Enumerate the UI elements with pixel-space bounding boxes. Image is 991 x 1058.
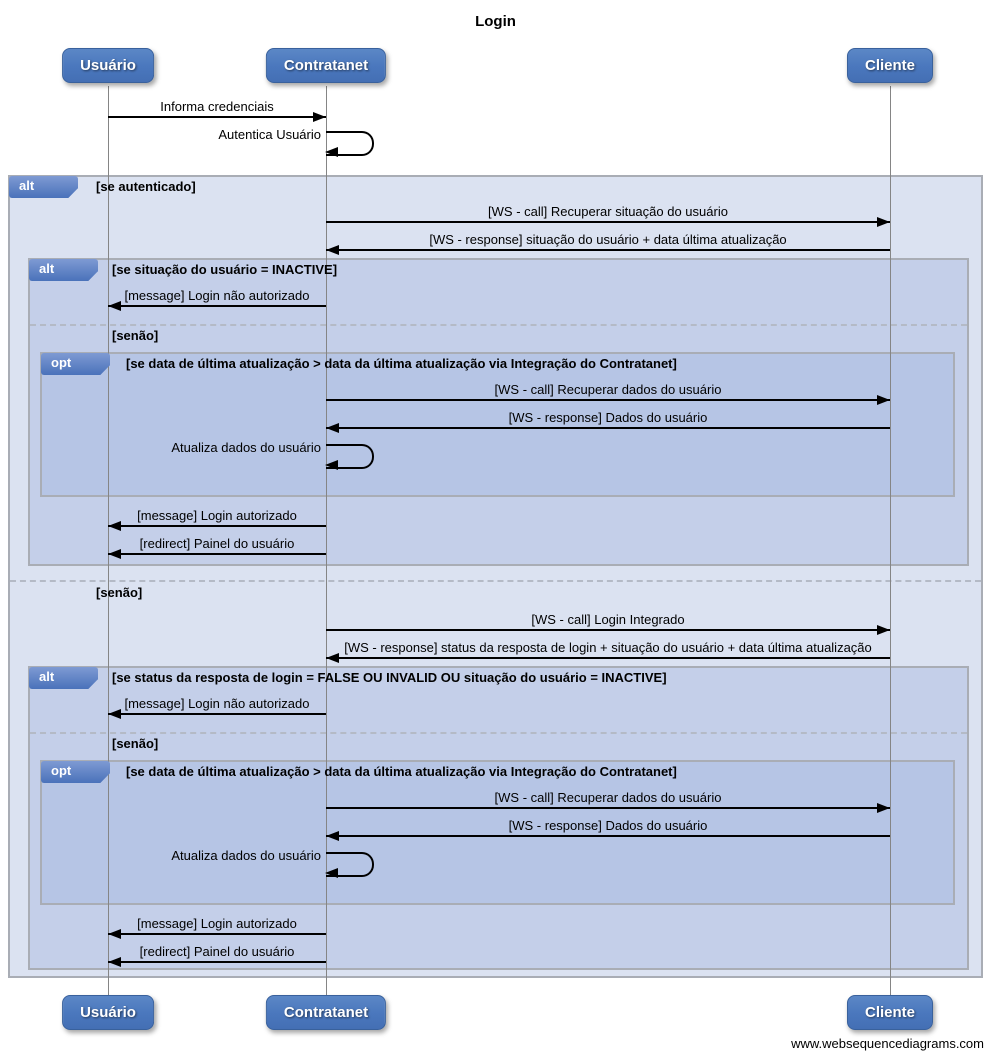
guard-senao-inner-1: [senão] [112,328,159,343]
arrowhead-left-icon [108,957,121,967]
opt-fragment-1 [40,352,955,497]
else-divider-outer [10,580,981,582]
message-atualiza-dados-1: Atualiza dados do usuário [171,440,321,455]
self-message-loop [325,131,374,157]
arrowhead-left-icon [325,460,338,470]
lifeline-usuario [108,86,109,995]
arrowhead-left-icon [326,653,339,663]
arrowhead-left-icon [108,929,121,939]
message-ws-call-recuperar-dados-1: [WS - call] Recuperar dados do usuário [326,382,890,405]
self-message-loop [325,852,374,878]
guard-data-atualizacao-1: [se data de última atualização > data da… [126,356,677,371]
arrowhead-left-icon [326,831,339,841]
actor-usuario-top: Usuário [62,48,154,83]
arrowhead-left-icon [108,301,121,311]
arrowhead-right-icon [877,803,890,813]
self-message-loop [325,444,374,470]
guard-status-login: [se status da resposta de login = FALSE … [112,670,667,685]
guard-senao-inner-2: [senão] [112,736,159,751]
opt-fragment-2 [40,760,955,905]
alt-operator-tab: alt [29,667,98,689]
lifeline-contratanet [326,86,327,995]
arrowhead-left-icon [325,147,338,157]
arrowhead-right-icon [313,112,326,122]
message-login-autorizado-1: [message] Login autorizado [108,508,326,531]
message-redirect-painel-2: [redirect] Painel do usuário [108,944,326,967]
message-login-nao-autorizado-1: [message] Login não autorizado [108,288,326,311]
arrowhead-left-icon [326,245,339,255]
else-divider-inner-1 [30,324,967,326]
opt-operator-tab: opt [41,353,110,375]
actor-cliente-top: Cliente [846,48,934,83]
message-ws-call-login-integrado: [WS - call] Login Integrado [326,612,890,635]
diagram-title: Login [475,13,516,30]
message-autentica-usuario: Autentica Usuário [218,127,321,142]
actor-usuario-bottom: Usuário [62,995,154,1030]
lifeline-cliente [890,86,891,995]
guard-senao-outer: [senão] [96,585,143,600]
arrowhead-left-icon [325,868,338,878]
opt-operator-tab: opt [41,761,110,783]
arrowhead-left-icon [108,521,121,531]
guard-situacao-inactive: [se situação do usuário = INACTIVE] [112,262,338,277]
message-ws-call-recuperar-situacao: [WS - call] Recuperar situação do usuári… [326,204,890,227]
arrowhead-left-icon [326,423,339,433]
message-atualiza-dados-2: Atualiza dados do usuário [171,848,321,863]
message-informa-credenciais: Informa credenciais [108,99,326,122]
message-ws-response-dados-1: [WS - response] Dados do usuário [326,410,890,433]
message-ws-call-recuperar-dados-2: [WS - call] Recuperar dados do usuário [326,790,890,813]
arrowhead-left-icon [108,549,121,559]
arrowhead-right-icon [877,217,890,227]
arrowhead-left-icon [108,709,121,719]
else-divider-inner-2 [30,732,967,734]
guard-data-atualizacao-2: [se data de última atualização > data da… [126,764,677,779]
arrowhead-right-icon [877,395,890,405]
message-ws-response-dados-2: [WS - response] Dados do usuário [326,818,890,841]
alt-operator-tab: alt [29,259,98,281]
watermark: www.websequencediagrams.com [791,1036,984,1051]
message-login-autorizado-2: [message] Login autorizado [108,916,326,939]
arrowhead-right-icon [877,625,890,635]
message-redirect-painel-1: [redirect] Painel do usuário [108,536,326,559]
message-ws-response-situacao: [WS - response] situação do usuário + da… [326,232,890,255]
alt-operator-tab: alt [9,176,78,198]
actor-contratanet-top: Contratanet [265,48,387,83]
message-login-nao-autorizado-2: [message] Login não autorizado [108,696,326,719]
actor-cliente-bottom: Cliente [846,995,934,1030]
guard-se-autenticado: [se autenticado] [96,179,196,194]
actor-contratanet-bottom: Contratanet [265,995,387,1030]
message-ws-response-status-login: [WS - response] status da resposta de lo… [326,640,890,663]
